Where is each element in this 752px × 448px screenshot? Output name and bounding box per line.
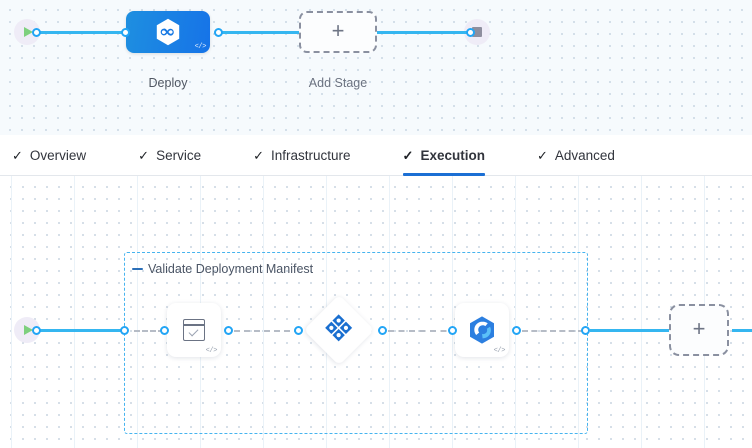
exec-link-group-addstep <box>590 329 670 332</box>
tab-overview-label: Overview <box>29 147 87 163</box>
exec-port-rolling-out[interactable] <box>512 326 521 335</box>
exec-link-dryrun-approve <box>234 330 300 332</box>
add-stage-label: Add Stage <box>308 76 368 90</box>
check-icon: ✓ <box>138 147 150 163</box>
exec-port-dryrun-out[interactable] <box>224 326 233 335</box>
stage-config-tabbar: ✓ Overview ✓ Service ✓ Infrastructure ✓ … <box>0 135 752 176</box>
step-group-validate-deployment-manifest[interactable] <box>124 252 588 434</box>
tab-overview[interactable]: ✓ Overview <box>12 135 108 175</box>
rolling-deployment-code-badge[interactable]: </> <box>493 347 506 355</box>
play-icon <box>24 325 33 335</box>
stage-link-start-deploy <box>34 31 126 34</box>
stage-link-add-end <box>376 31 470 34</box>
exec-link-addstep-out <box>732 329 752 332</box>
step-group-label: Validate Deployment Manifest <box>148 262 314 276</box>
check-icon: ✓ <box>12 147 23 163</box>
tab-execution-label: Execution <box>420 147 485 163</box>
exec-port-approve-in[interactable] <box>294 326 303 335</box>
tab-service[interactable]: ✓ Service <box>138 135 223 175</box>
exec-port-rolling-in[interactable] <box>448 326 457 335</box>
tab-infrastructure-label: Infrastructure <box>271 147 351 163</box>
execution-canvas[interactable]: Validate Deployment Manifest </> Dry Run <box>0 176 752 448</box>
stage-link-deploy-add <box>218 31 300 34</box>
exec-link-group-dryrun <box>134 330 164 332</box>
step-card-dry-run[interactable]: </> <box>167 303 221 357</box>
deploy-stage-label: Deploy <box>148 76 188 90</box>
exec-link-start-group <box>34 329 126 332</box>
stop-icon <box>472 27 482 37</box>
harness-approval-diamond-icon <box>325 314 353 341</box>
step-card-rolling-deployment[interactable]: </> <box>455 303 509 357</box>
tab-advanced-label: Advanced <box>554 147 615 163</box>
exec-port-group-out[interactable] <box>581 326 590 335</box>
check-icon: ✓ <box>253 147 264 163</box>
check-icon: ✓ <box>402 147 414 163</box>
tab-advanced[interactable]: ✓ Advanced <box>537 135 637 175</box>
tab-service-label: Service <box>156 147 202 163</box>
stage-port-end-in[interactable] <box>466 28 475 37</box>
stage-port-start-out[interactable] <box>32 28 41 37</box>
rolling-deployment-hexagon-icon <box>470 316 494 344</box>
step-group-header[interactable]: Validate Deployment Manifest <box>132 262 313 276</box>
exec-link-rolling-groupend <box>522 330 584 332</box>
stage-canvas[interactable]: </> Deploy + Add Stage <box>0 0 752 135</box>
plus-icon: + <box>692 316 706 341</box>
minus-collapse-icon[interactable] <box>132 268 143 270</box>
step-card-approve-harness[interactable] <box>303 294 375 366</box>
exec-link-approve-rolling <box>388 330 478 332</box>
check-icon: ✓ <box>536 147 548 163</box>
exec-port-group-in[interactable] <box>120 326 129 335</box>
add-stage-button[interactable]: + <box>299 11 377 53</box>
exec-port-approve-out[interactable] <box>378 326 387 335</box>
plus-icon: + <box>331 18 345 43</box>
dry-run-code-badge[interactable]: </> <box>205 347 218 355</box>
stage-port-deploy-out[interactable] <box>214 28 223 37</box>
deploy-stage-code-badge[interactable]: </> <box>194 43 207 51</box>
approve-icon-wrap <box>324 313 354 348</box>
exec-port-dryrun-in[interactable] <box>160 326 169 335</box>
deploy-stage-card[interactable]: </> <box>126 11 210 53</box>
add-step-button[interactable]: + <box>669 304 729 356</box>
tab-infrastructure[interactable]: ✓ Infrastructure <box>253 135 372 175</box>
checkbox-check-icon <box>183 319 205 341</box>
play-icon <box>24 27 33 37</box>
exec-port-start-out[interactable] <box>32 326 41 335</box>
harness-infinity-hexagon-icon <box>156 18 180 46</box>
stage-port-deploy-in[interactable] <box>121 28 130 37</box>
tab-execution[interactable]: ✓ Execution <box>402 135 507 176</box>
